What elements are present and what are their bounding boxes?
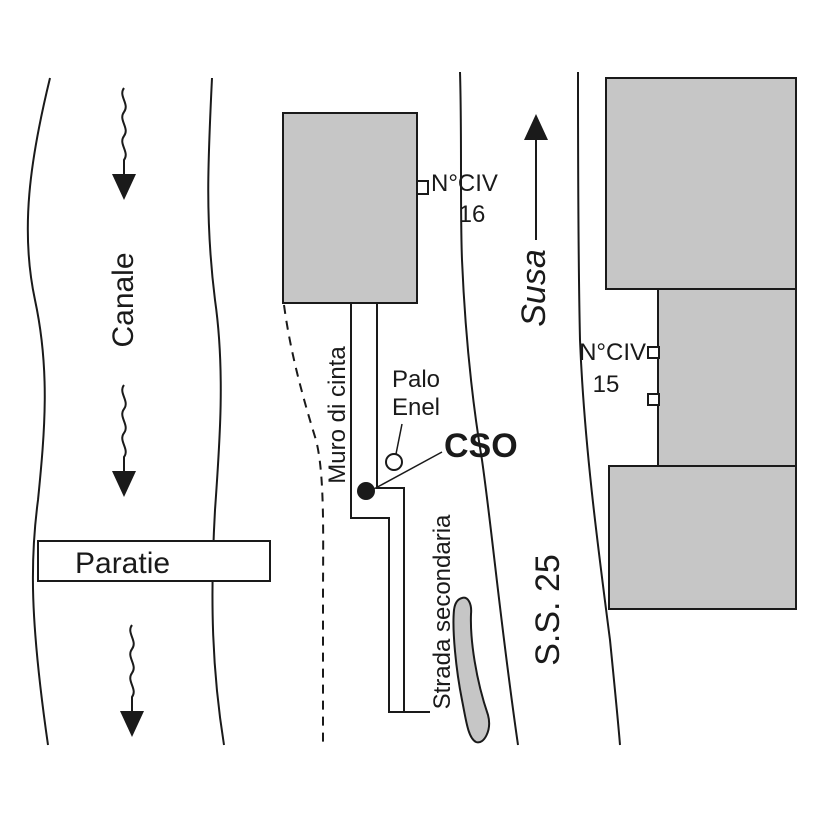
civ16-label-line2: 16 [459,201,486,228]
door-marker-civ16 [416,180,429,195]
traffic-island [452,596,490,744]
paratie-label: Paratie [75,547,170,580]
muro-label: Muro di cinta [324,346,351,484]
susa-label: Susa [515,249,553,327]
canal-left-bank [26,77,51,746]
dashed-boundary [283,304,325,745]
filled-circle-icon [357,482,375,500]
wavy-arrow-down-icon [112,384,136,497]
road-right-edge [577,71,621,746]
palo-label-line2: Enel [392,394,440,421]
door-marker-civ15 [647,346,660,359]
door-marker-civ15-secondary [647,393,660,406]
canal-label: Canale [107,252,140,347]
building-civ15 [657,288,797,467]
hollow-circle-icon [385,453,403,471]
building-right-bottom [608,465,797,610]
strada-label: Strada secondaria [429,514,456,709]
wall-outline-inner [376,303,405,712]
cso-leader [371,451,443,491]
ss25-label: S.S. 25 [529,554,567,666]
arrow-up-icon [524,114,548,140]
civ15-label-line2: 15 [593,371,620,398]
palo-label-line1: Palo [392,366,440,393]
wavy-arrow-down-icon [120,624,144,737]
building-civ16 [282,112,418,304]
building-right-top [605,77,797,290]
civ16-label-line1: N°CIV [431,170,498,197]
road-left-edge [459,71,519,746]
wall-outline [350,303,430,713]
palo-leader [395,423,403,455]
canal-right-bank [207,77,225,746]
paratie-box [37,540,271,582]
civ15-label-line1: N°CIV [579,339,646,366]
wavy-arrow-down-icon [112,87,136,200]
cso-label: CSO [444,427,518,465]
